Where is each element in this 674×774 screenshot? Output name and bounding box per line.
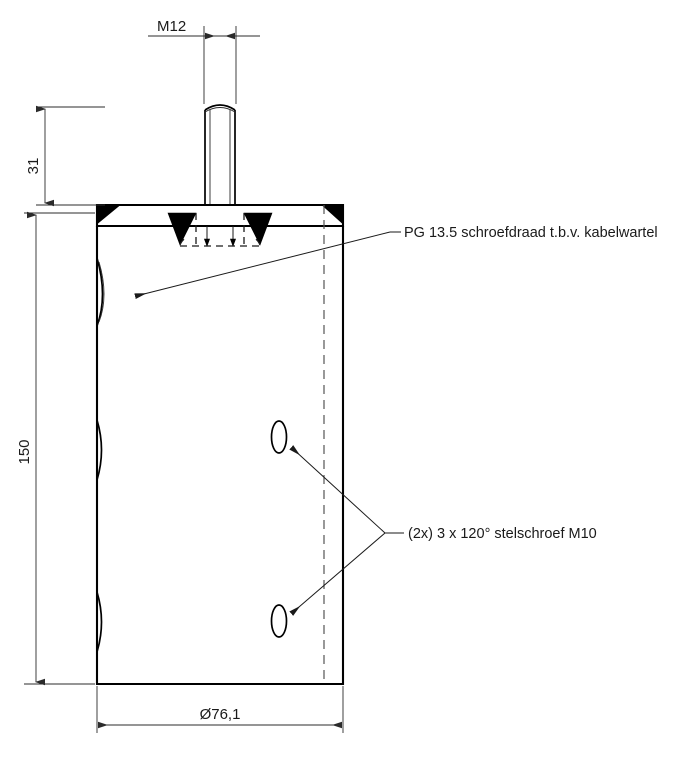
pocket-arrow-left	[203, 238, 211, 247]
set-screw-note-text: (2x) 3 x 120° stelschroef M10	[408, 526, 597, 542]
cable-gland-pocket	[167, 212, 273, 247]
cable-gland-annotation: PG 13.5 schroefdraad t.b.v. kabelwartel	[134, 225, 658, 300]
set-screw-annotation: (2x) 3 x 120° stelschroef M10	[289, 445, 597, 616]
set-screw-leader-lower	[289, 532, 386, 616]
set-screw-hole-upper	[270, 420, 288, 454]
body-height-dimension-group: 150	[16, 211, 95, 686]
cable-gland-note-text: PG 13.5 schroefdraad t.b.v. kabelwartel	[404, 225, 658, 241]
pocket-chamfer-right	[243, 212, 273, 246]
body-left-recess-lower	[96, 591, 103, 653]
stud-thread-root-lines	[209, 110, 231, 205]
stud-dome-top	[204, 104, 236, 111]
set-screw-hole-lower	[270, 604, 288, 638]
flange-chamfer-right	[321, 204, 344, 225]
stud-height-dimension-group: 31	[25, 105, 105, 207]
top-flange	[95, 203, 345, 228]
top-thread-dimension-group: M12	[148, 18, 260, 104]
set-screw-leader-upper	[289, 445, 386, 534]
pocket-bore-hidden	[206, 226, 234, 243]
set-screw-holes	[270, 420, 288, 638]
stud-outer-walls	[204, 110, 236, 205]
cable-gland-leader	[134, 231, 391, 300]
stud-height-label: 31	[25, 158, 42, 175]
pocket-arrow-right	[229, 238, 237, 247]
pocket-corner-right	[253, 237, 261, 246]
pocket-wall-hidden	[195, 213, 245, 244]
body-height-label: 150	[16, 439, 33, 464]
pocket-chamfer-left	[167, 212, 197, 246]
body-diameter-dimension-group: Ø76,1	[96, 686, 344, 733]
flange-chamfer-left	[96, 204, 121, 225]
threaded-stud	[204, 104, 236, 205]
stud-dome-inner	[204, 107, 236, 113]
body-diameter-label: Ø76,1	[200, 706, 241, 723]
body-left-recess-upper	[96, 257, 104, 327]
pocket-corner-left	[179, 237, 187, 246]
body-left-recess-upper-inner	[98, 261, 105, 323]
housing-body	[95, 203, 345, 686]
body-left-recess-middle	[96, 419, 103, 481]
thread-dim-label: M12	[157, 18, 186, 35]
body-outline	[95, 226, 345, 686]
